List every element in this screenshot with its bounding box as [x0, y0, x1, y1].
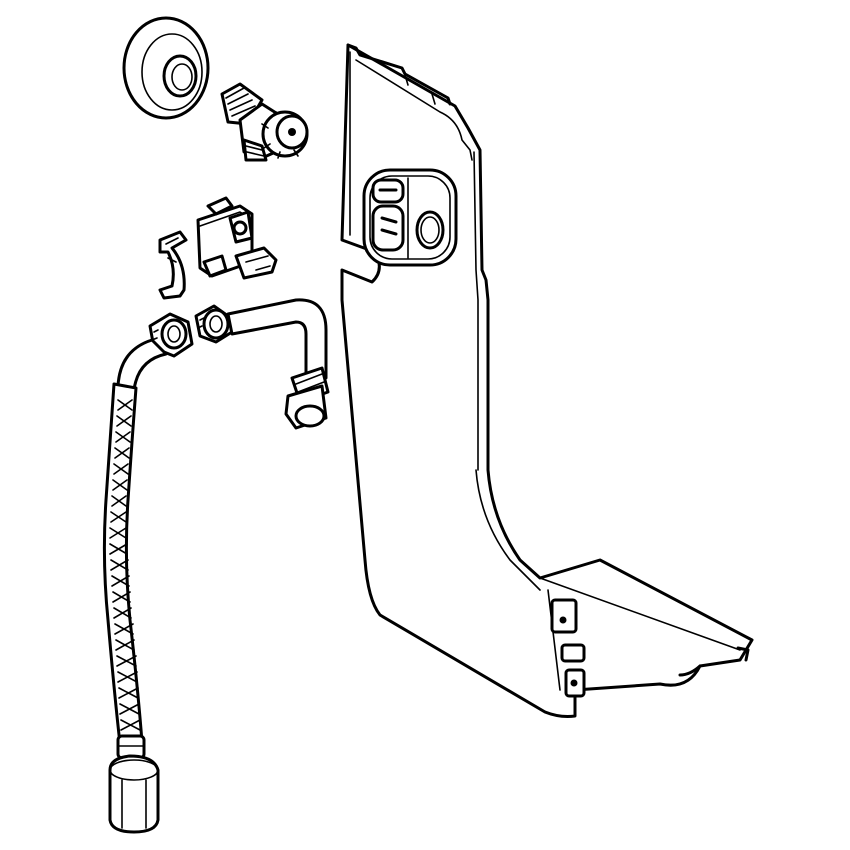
- screw-icon: [559, 616, 567, 624]
- solenoid-valve: [196, 196, 278, 280]
- angle-valve: [220, 82, 309, 162]
- rosette: [122, 16, 210, 120]
- connecting-pipe: [194, 298, 330, 430]
- screw-icon: [570, 679, 578, 687]
- bracket-middle: [560, 643, 586, 663]
- braided-hose: [102, 312, 194, 834]
- bracket-upper: [550, 598, 578, 634]
- flush-button-large: [371, 204, 405, 252]
- mounting-clip: [158, 230, 188, 300]
- cover-plate: [340, 43, 754, 718]
- key-slot-icon: [288, 128, 296, 136]
- control-panel: [362, 168, 458, 267]
